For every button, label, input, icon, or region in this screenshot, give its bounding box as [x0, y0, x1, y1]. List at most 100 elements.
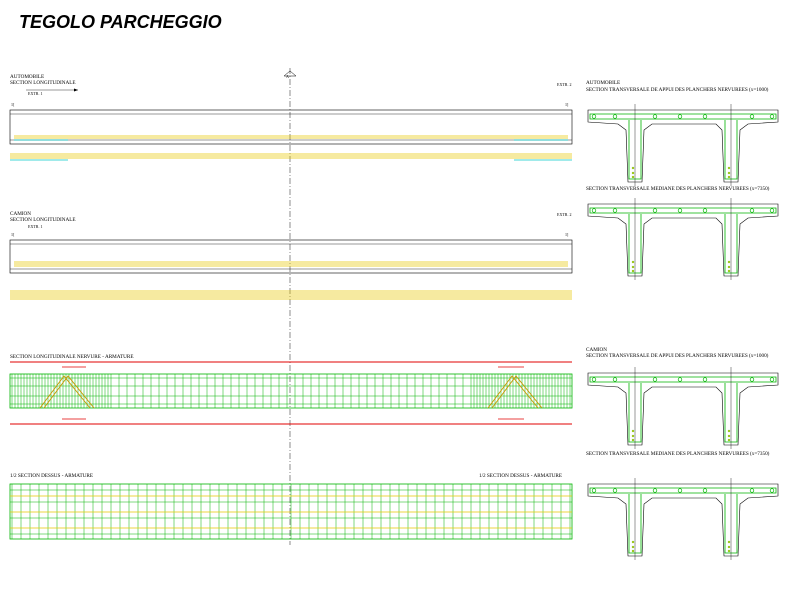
slab-bar	[749, 208, 755, 213]
auto-beam-outline	[9, 109, 573, 145]
slab-bar	[677, 114, 683, 119]
rebar-dot	[727, 175, 731, 179]
slab-bar	[749, 488, 755, 493]
section-outline	[587, 109, 779, 183]
slab-bar	[702, 208, 708, 213]
sec-auto-appui-label: SECTION TRANSVERSALE DE APPUI DES PLANCH…	[586, 86, 769, 93]
auto-longitudinal-section: AUTOMOBILE SECTION LONGITUDINALE EXTR. 1…	[9, 74, 573, 161]
svg-text:1]: 1]	[565, 102, 569, 107]
sec-camion-appui-label: SECTION TRANSVERSALE DE APPUI DES PLANCH…	[586, 352, 769, 359]
sec-camion-heading: CAMION	[586, 347, 607, 353]
rebar-dot	[631, 549, 635, 553]
slab-bar	[652, 114, 658, 119]
slab-bar	[769, 208, 775, 213]
auto-heading: AUTOMOBILE	[10, 74, 44, 80]
auto-subheading: SECTION LONGITUDINALE	[10, 80, 76, 86]
dessus-armature-section: 1/2 SECTION DESSUS - ARMATURE 1/2 SECTIO…	[9, 473, 573, 540]
rebar-dot	[631, 540, 635, 544]
camion-longitudinal-section: CAMION SECTION LONGITUDINALE EXTR. 1 EXT…	[9, 211, 573, 300]
slab-bar	[769, 114, 775, 119]
svg-text:1[: 1[	[11, 232, 15, 237]
rebar-dot	[631, 438, 635, 442]
camion-beam-outline	[9, 239, 573, 274]
slab-bar	[591, 208, 597, 213]
slab-bar	[591, 114, 597, 119]
rebar-dot	[631, 545, 635, 549]
slab-bar	[612, 377, 618, 382]
slab-bar	[591, 488, 597, 493]
rebar-dot	[631, 175, 635, 179]
page-title: TEGOLO PARCHEGGIO	[19, 12, 222, 32]
slab-bar	[702, 114, 708, 119]
rebar-dot	[727, 166, 731, 170]
rebar-dot	[631, 429, 635, 433]
rebar-dot	[727, 265, 731, 269]
nervure-cage	[9, 373, 573, 409]
slab-bar	[677, 488, 683, 493]
slab-bar	[652, 488, 658, 493]
slab-bar	[769, 377, 775, 382]
slab-bar	[612, 488, 618, 493]
svg-text:1]: 1]	[565, 232, 569, 237]
sec-auto-mediane-label: SECTION TRANSVERSALE MEDIANE DES PLANCHE…	[586, 185, 770, 192]
camion-subheading: SECTION LONGITUDINALE	[10, 217, 76, 223]
dessus-mesh	[10, 484, 572, 539]
transverse-section-camion-mediane	[587, 478, 779, 560]
slab-bar	[702, 377, 708, 382]
transverse-section-auto-appui	[587, 104, 779, 186]
dessus-right-heading: 1/2 SECTION DESSUS - ARMATURE	[479, 473, 562, 479]
transverse-section-auto-mediane	[587, 198, 779, 280]
rebar-dot	[727, 545, 731, 549]
slab-bar	[591, 377, 597, 382]
transverse-section-camion-appui	[587, 367, 779, 449]
slab-bar	[749, 114, 755, 119]
slab-bar	[677, 377, 683, 382]
camion-heading: CAMION	[10, 211, 31, 217]
rebar-dot	[727, 171, 731, 175]
auto-extr2-label: EXTR. 2	[557, 82, 571, 87]
sec-camion-mediane-label: SECTION TRANSVERSALE MEDIANE DES PLANCHE…	[586, 450, 770, 457]
rebar-dot	[727, 269, 731, 273]
slab-bar	[652, 377, 658, 382]
rebar-dot	[631, 269, 635, 273]
rebar-dot	[727, 549, 731, 553]
section-outline	[587, 372, 779, 446]
axis-marker: A	[283, 70, 297, 79]
dessus-left-heading: 1/2 SECTION DESSUS - ARMATURE	[10, 473, 93, 479]
nervure-armature-section: SECTION LONGITUDINALE NERVURE - ARMATURE	[9, 354, 573, 425]
sec-auto-heading: AUTOMOBILE	[586, 80, 620, 86]
slab-rebar	[589, 487, 777, 494]
slab-rebar	[589, 113, 777, 120]
slab-rebar	[589, 376, 777, 383]
auto-extr1-label: EXTR. 1	[28, 91, 42, 96]
stirrup-group	[11, 374, 571, 408]
rebar-dot	[727, 438, 731, 442]
rebar-dot	[727, 540, 731, 544]
rebar-dot	[727, 434, 731, 438]
slab-bar	[652, 208, 658, 213]
arrow-head-icon	[74, 88, 78, 92]
slab-rebar	[589, 207, 777, 214]
section-outline	[587, 483, 779, 557]
rebar-dot	[727, 260, 731, 264]
slab-bar	[749, 377, 755, 382]
rebar-dot	[631, 166, 635, 170]
camion-extr1-label: EXTR. 1	[28, 224, 42, 229]
rebar-dot	[727, 429, 731, 433]
bent-rebar-left	[39, 375, 95, 409]
rebar-dot	[631, 434, 635, 438]
svg-text:1[: 1[	[11, 102, 15, 107]
bent-rebar-right	[487, 375, 543, 409]
axis-marker-label: A	[286, 74, 289, 79]
rebar-dot	[631, 260, 635, 264]
slab-bar	[769, 488, 775, 493]
slab-bar	[612, 114, 618, 119]
section-outline	[587, 203, 779, 277]
rebar-dot	[631, 265, 635, 269]
rebar-dot	[631, 171, 635, 175]
slab-bar	[612, 208, 618, 213]
camion-extr2-label: EXTR. 2	[557, 212, 571, 217]
slab-bar	[702, 488, 708, 493]
